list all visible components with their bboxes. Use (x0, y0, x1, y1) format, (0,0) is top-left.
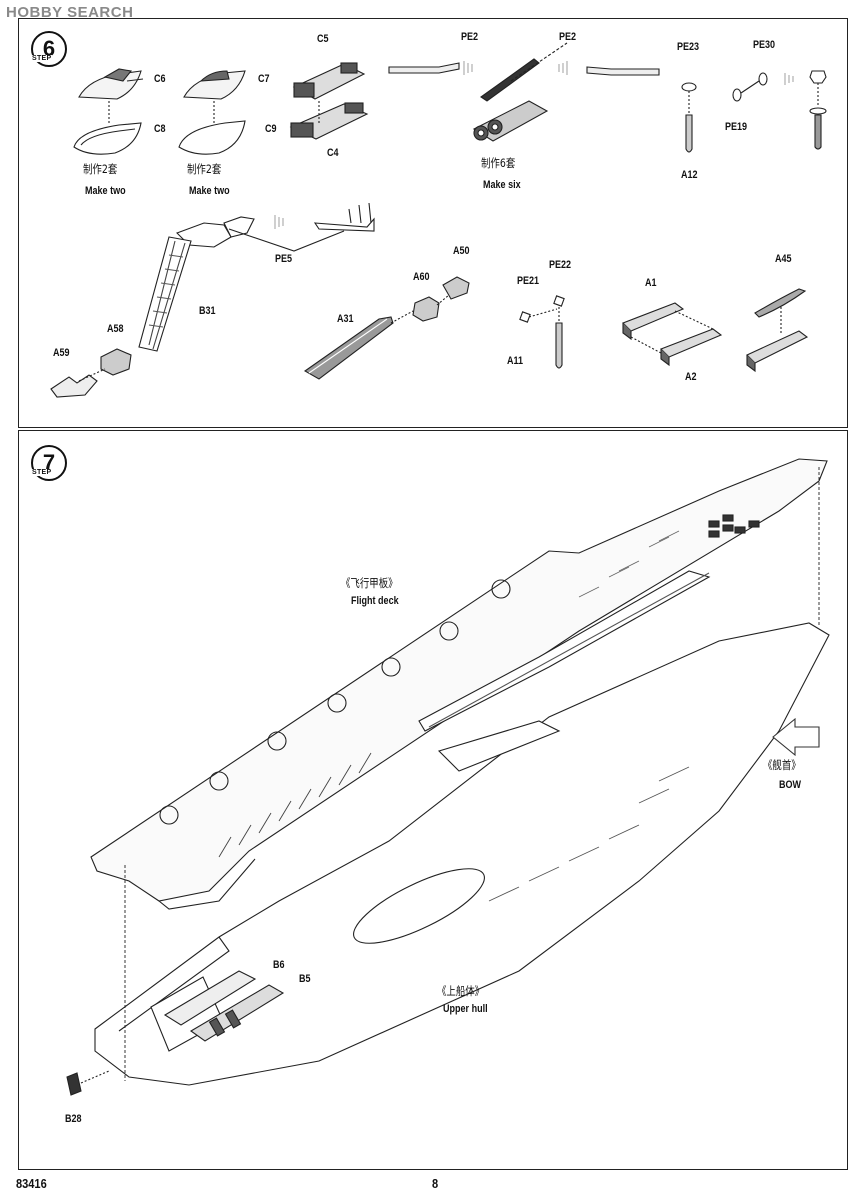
pe2-bent-strip-icon (480, 58, 540, 102)
bow-arrow-icon (772, 717, 820, 757)
kit-number: 83416 (16, 1176, 47, 1191)
step6-drawings (50, 42, 827, 398)
label-a58: A58 (107, 323, 124, 335)
label-qty-en-1: Make two (85, 185, 126, 197)
label-c6: C6 (154, 73, 166, 85)
hull-opening-icon (353, 868, 485, 944)
pe21-part-icon (519, 311, 531, 323)
part-a60-icon (412, 296, 440, 322)
label-pe2-left: PE2 (461, 31, 479, 43)
label-pe19: PE19 (725, 121, 748, 133)
step7-badge: 7 STEP (31, 445, 67, 481)
arm-a31-icon (303, 316, 394, 380)
boat-c7-icon (183, 70, 246, 100)
pole-a11-icon (555, 322, 563, 369)
ladder-b31-icon (138, 236, 192, 352)
pe19-ring-icon (732, 88, 742, 102)
step7-panel: 7 STEP 《飞行甲板》 Flight deck 《舰首》 BOW 《上船体》… (18, 430, 848, 1170)
part-a58-icon (100, 348, 132, 376)
pe2-strip-right-icon (586, 66, 660, 76)
flight-deck-icon (90, 458, 828, 902)
label-qty-cn-3: 制作6套 (481, 156, 516, 170)
label-c7: C7 (258, 73, 270, 85)
label-a31: A31 (337, 313, 354, 325)
step7-drawings (66, 458, 830, 1096)
label-qty-cn-2: 制作2套 (187, 162, 222, 176)
label-pe30: PE30 (753, 39, 776, 51)
label-b5: B5 (299, 973, 311, 985)
label-pe5: PE5 (275, 253, 293, 265)
label-pe23: PE23 (677, 41, 700, 53)
step-number: 6 (42, 36, 56, 61)
label-a11: A11 (507, 355, 524, 367)
rail-assembled-icon (746, 330, 809, 364)
boat-c8-icon (73, 122, 142, 155)
label-a12: A12 (681, 169, 698, 181)
label-a45: A45 (775, 253, 792, 265)
pe2-strip-left-icon (388, 62, 460, 74)
label-a50: A50 (453, 245, 470, 257)
step6-panel: 6 STEP C6 C8 制作2套 Make two C7 C9 制作2套 Ma… (18, 18, 848, 428)
pe30-ring-icon (758, 72, 768, 86)
label-c8: C8 (154, 123, 166, 135)
watermark-logo: HOBBY SEARCH (6, 4, 134, 21)
label-b28: B28 (65, 1113, 82, 1125)
label-b31: B31 (199, 305, 216, 317)
rail-a2-icon (660, 328, 723, 358)
a12-pole-icon (685, 114, 693, 153)
part-a59-icon (50, 374, 98, 398)
label-a59: A59 (53, 347, 70, 359)
label-bow-cn: 《舰首》 (763, 758, 801, 772)
label-flight-deck-cn: 《飞行甲板》 (341, 576, 398, 590)
label-b6: B6 (273, 959, 285, 971)
label-c9: C9 (265, 123, 277, 135)
pe23-ring-icon (681, 82, 697, 92)
label-qty-en-2: Make two (189, 185, 230, 197)
label-c5: C5 (317, 33, 329, 45)
step6-badge: 6 STEP (31, 31, 67, 67)
part-a45-icon (754, 288, 807, 318)
label-a2: A2 (685, 371, 697, 383)
part-b6-icon (163, 970, 257, 1026)
label-pe22: PE22 (549, 259, 572, 271)
rail-a1-icon (622, 302, 685, 332)
part-b28-icon (66, 1072, 82, 1096)
part-a50-icon (442, 276, 470, 300)
label-c4: C4 (327, 147, 339, 159)
label-a60: A60 (413, 271, 430, 283)
step-number: 7 (42, 450, 56, 475)
label-upper-hull-en: Upper hull (443, 1003, 488, 1015)
label-a1: A1 (645, 277, 657, 289)
label-upper-hull-cn: 《上船体》 (437, 984, 485, 998)
page-number: 8 (432, 1176, 439, 1191)
upper-hull-icon (94, 622, 830, 1086)
label-bow-en: BOW (779, 779, 802, 791)
label-flight-deck-en: Flight deck (351, 595, 399, 607)
boat-c9-icon (178, 120, 246, 155)
label-qty-en-3: Make six (483, 179, 521, 191)
label-pe2-right: PE2 (559, 31, 577, 43)
mast-assembled-icon (814, 114, 822, 150)
label-pe21: PE21 (517, 275, 540, 287)
pe22-part-icon (553, 295, 565, 307)
label-qty-cn-1: 制作2套 (83, 162, 118, 176)
step-word: STEP (31, 55, 53, 62)
step-word: STEP (31, 469, 53, 476)
